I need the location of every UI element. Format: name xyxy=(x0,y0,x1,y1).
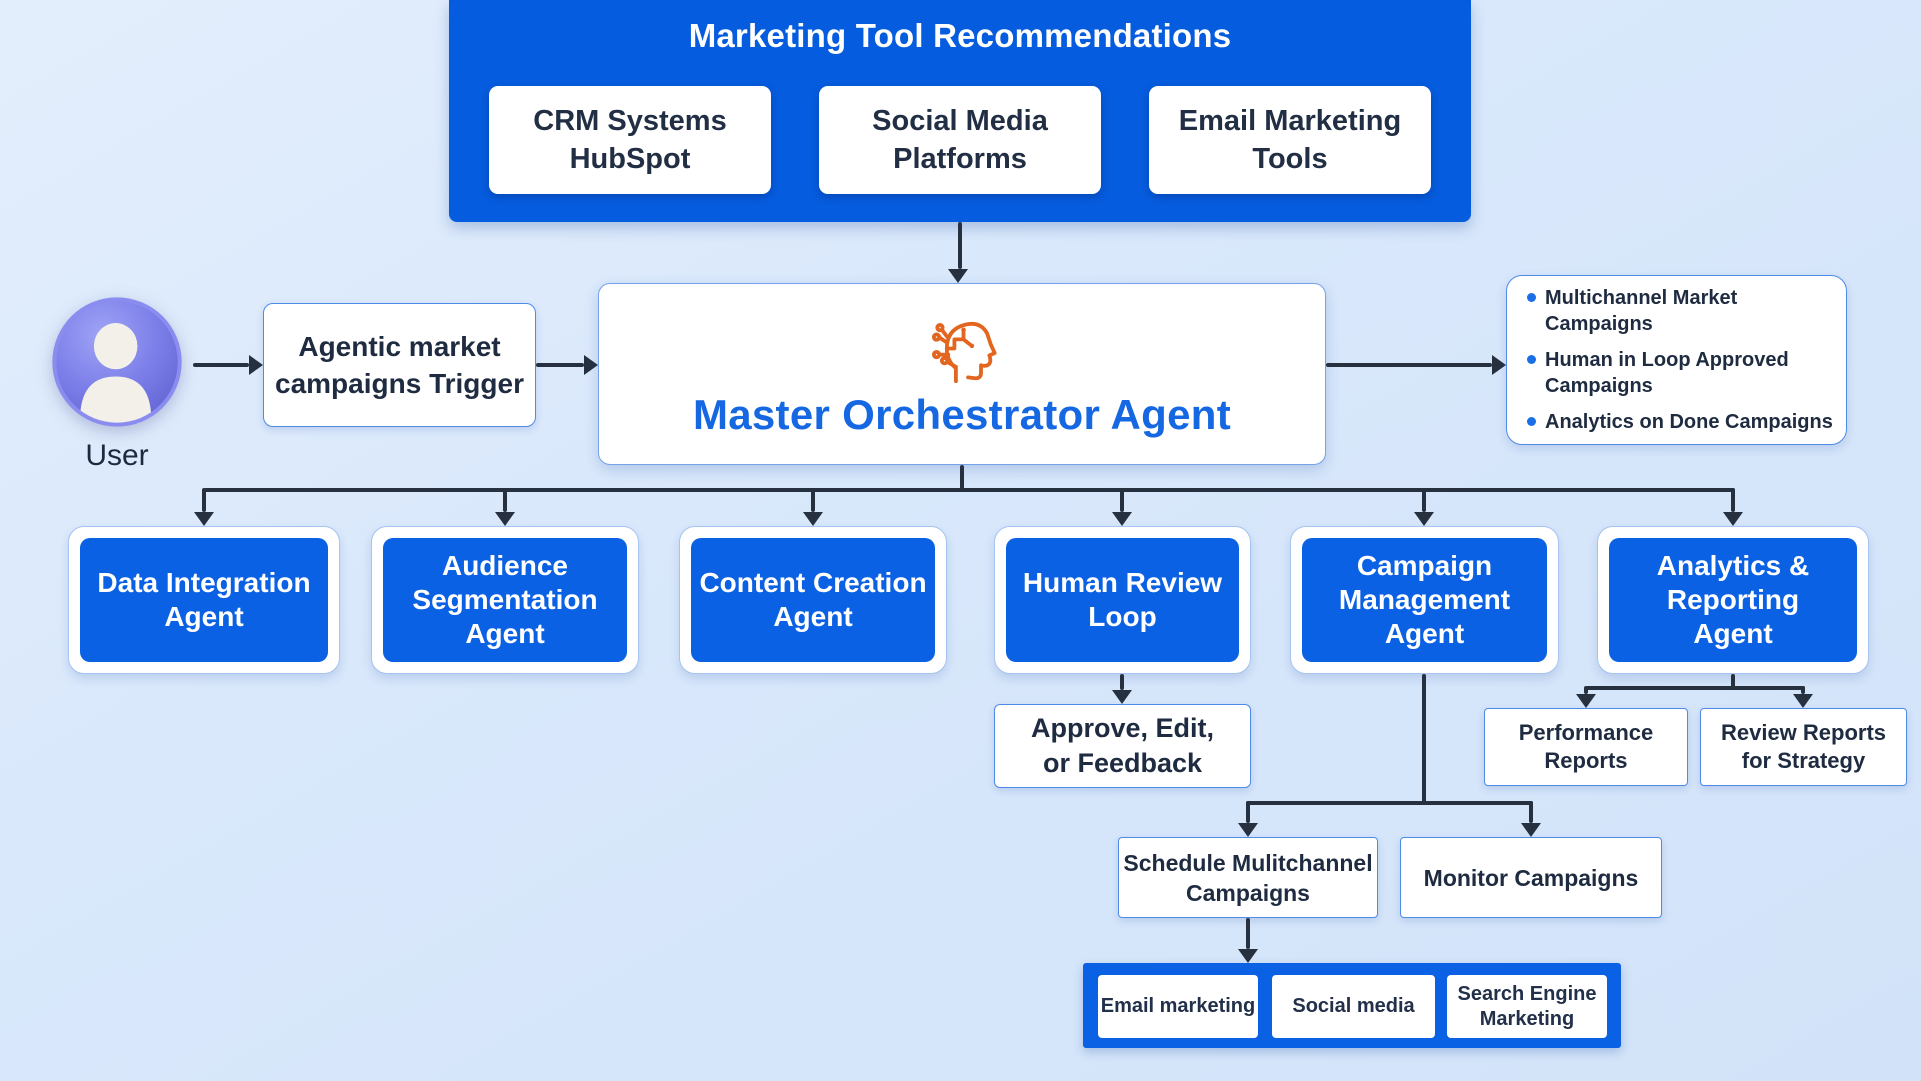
channel-social-media: Social media xyxy=(1272,975,1435,1038)
arrow-down-icon xyxy=(495,512,515,526)
arrow-right-icon xyxy=(1492,355,1506,375)
performance-reports-node: Performance Reports xyxy=(1484,708,1688,786)
agent-label: Analytics & Reporting Agent xyxy=(1609,538,1857,662)
list-item: Human in Loop Approved Campaigns xyxy=(1527,347,1836,399)
monitor-campaigns-node: Monitor Campaigns xyxy=(1400,837,1662,918)
agent-label: Data Integration Agent xyxy=(80,538,328,662)
tool-email-marketing: Email Marketing Tools xyxy=(1149,86,1431,194)
bullet-icon xyxy=(1527,355,1536,364)
channel-search-engine-marketing: Search Engine Marketing xyxy=(1447,975,1607,1038)
agentic-trigger-node: Agentic market campaigns Trigger xyxy=(263,303,536,427)
master-orchestrator-label: Master Orchestrator Agent xyxy=(692,391,1232,438)
connector-drop-line xyxy=(202,488,206,512)
connector-analytics-stem-line xyxy=(1731,674,1735,688)
agent-analytics-reporting: Analytics & Reporting Agent xyxy=(1597,526,1869,674)
connector-drop-line xyxy=(1731,488,1735,512)
connector-analytics-bar-line xyxy=(1586,686,1805,690)
agent-human-review-loop: Human Review Loop xyxy=(994,526,1251,674)
arrow-down-icon xyxy=(1238,949,1258,963)
output-label: Analytics on Done Campaigns xyxy=(1545,411,1833,433)
arrow-down-icon xyxy=(1112,512,1132,526)
tool-crm-systems: CRM Systems HubSpot xyxy=(489,86,771,194)
arrow-down-icon xyxy=(803,512,823,526)
arrow-down-icon xyxy=(1112,690,1132,704)
connector-drop-line xyxy=(1801,686,1805,694)
agent-data-integration: Data Integration Agent xyxy=(68,526,340,674)
arrow-down-icon xyxy=(1576,694,1596,708)
tool-social-media-platforms: Social Media Platforms xyxy=(819,86,1101,194)
agent-content-creation: Content Creation Agent xyxy=(679,526,947,674)
arrow-down-icon xyxy=(1238,823,1258,837)
agent-label: Content Creation Agent xyxy=(691,538,935,662)
output-label: Human in Loop Approved Campaigns xyxy=(1545,349,1789,397)
banner-title: Marketing Tool Recommendations xyxy=(688,17,1232,54)
user-label: User xyxy=(85,439,149,472)
agent-label: Human Review Loop xyxy=(1006,538,1239,662)
connector-drop-line xyxy=(1120,488,1124,512)
arrow-right-icon xyxy=(584,355,598,375)
connector-master-to-outputs-line xyxy=(1326,363,1492,367)
approve-edit-feedback-node: Approve, Edit, or Feedback xyxy=(994,704,1251,788)
connector-campaign-stem-line xyxy=(1422,674,1426,805)
arrow-down-icon xyxy=(1793,694,1813,708)
connector-master-stem-line xyxy=(960,465,964,491)
connector-trigger-to-master-line xyxy=(536,363,584,367)
channels-bar: Email marketing Social media Search Engi… xyxy=(1083,963,1621,1048)
agent-label: Audience Segmentation Agent xyxy=(383,538,627,662)
arrow-down-icon xyxy=(1414,512,1434,526)
connector-fanout-bar-line xyxy=(204,488,1735,492)
marketing-tools-banner: Marketing Tool Recommendations CRM Syste… xyxy=(449,0,1471,222)
connector-drop-line xyxy=(1246,801,1250,823)
arrow-right-icon xyxy=(249,355,263,375)
output-label: Multichannel Market Campaigns xyxy=(1545,287,1738,335)
master-orchestrator-node: Master Orchestrator Agent xyxy=(598,283,1326,465)
agent-audience-segmentation: Audience Segmentation Agent xyxy=(371,526,639,674)
bullet-icon xyxy=(1527,417,1536,426)
connector-drop-line xyxy=(1422,488,1426,512)
schedule-multichannel-node: Schedule Mulitchannel Campaigns xyxy=(1118,837,1378,918)
agent-campaign-management: Campaign Management Agent xyxy=(1290,526,1559,674)
user-avatar-icon xyxy=(51,296,183,428)
arrow-down-icon xyxy=(194,512,214,526)
list-item: Multichannel Market Campaigns xyxy=(1527,285,1836,337)
connector-drop-line xyxy=(1584,686,1588,694)
bullet-icon xyxy=(1527,293,1536,302)
connector-drop-line xyxy=(1529,801,1533,823)
connector-drop-line xyxy=(503,488,507,512)
channel-email-marketing: Email marketing xyxy=(1098,975,1258,1038)
agent-label: Campaign Management Agent xyxy=(1302,538,1547,662)
campaign-outputs-node: Multichannel Market Campaigns Human in L… xyxy=(1506,275,1847,445)
connector-campaign-bar-line xyxy=(1246,801,1533,805)
connector-banner-to-master-line xyxy=(958,222,962,269)
connector-user-to-trigger-line xyxy=(193,363,249,367)
ai-head-icon xyxy=(924,309,1000,385)
connector-drop-line xyxy=(811,488,815,512)
arrow-down-icon xyxy=(1521,823,1541,837)
list-item: Analytics on Done Campaigns xyxy=(1527,409,1836,435)
review-reports-strategy-node: Review Reports for Strategy xyxy=(1700,708,1907,786)
connector-schedule-line xyxy=(1246,918,1250,949)
connector-review-line xyxy=(1120,674,1124,690)
arrow-down-icon xyxy=(1723,512,1743,526)
arrow-down-icon xyxy=(948,269,968,283)
